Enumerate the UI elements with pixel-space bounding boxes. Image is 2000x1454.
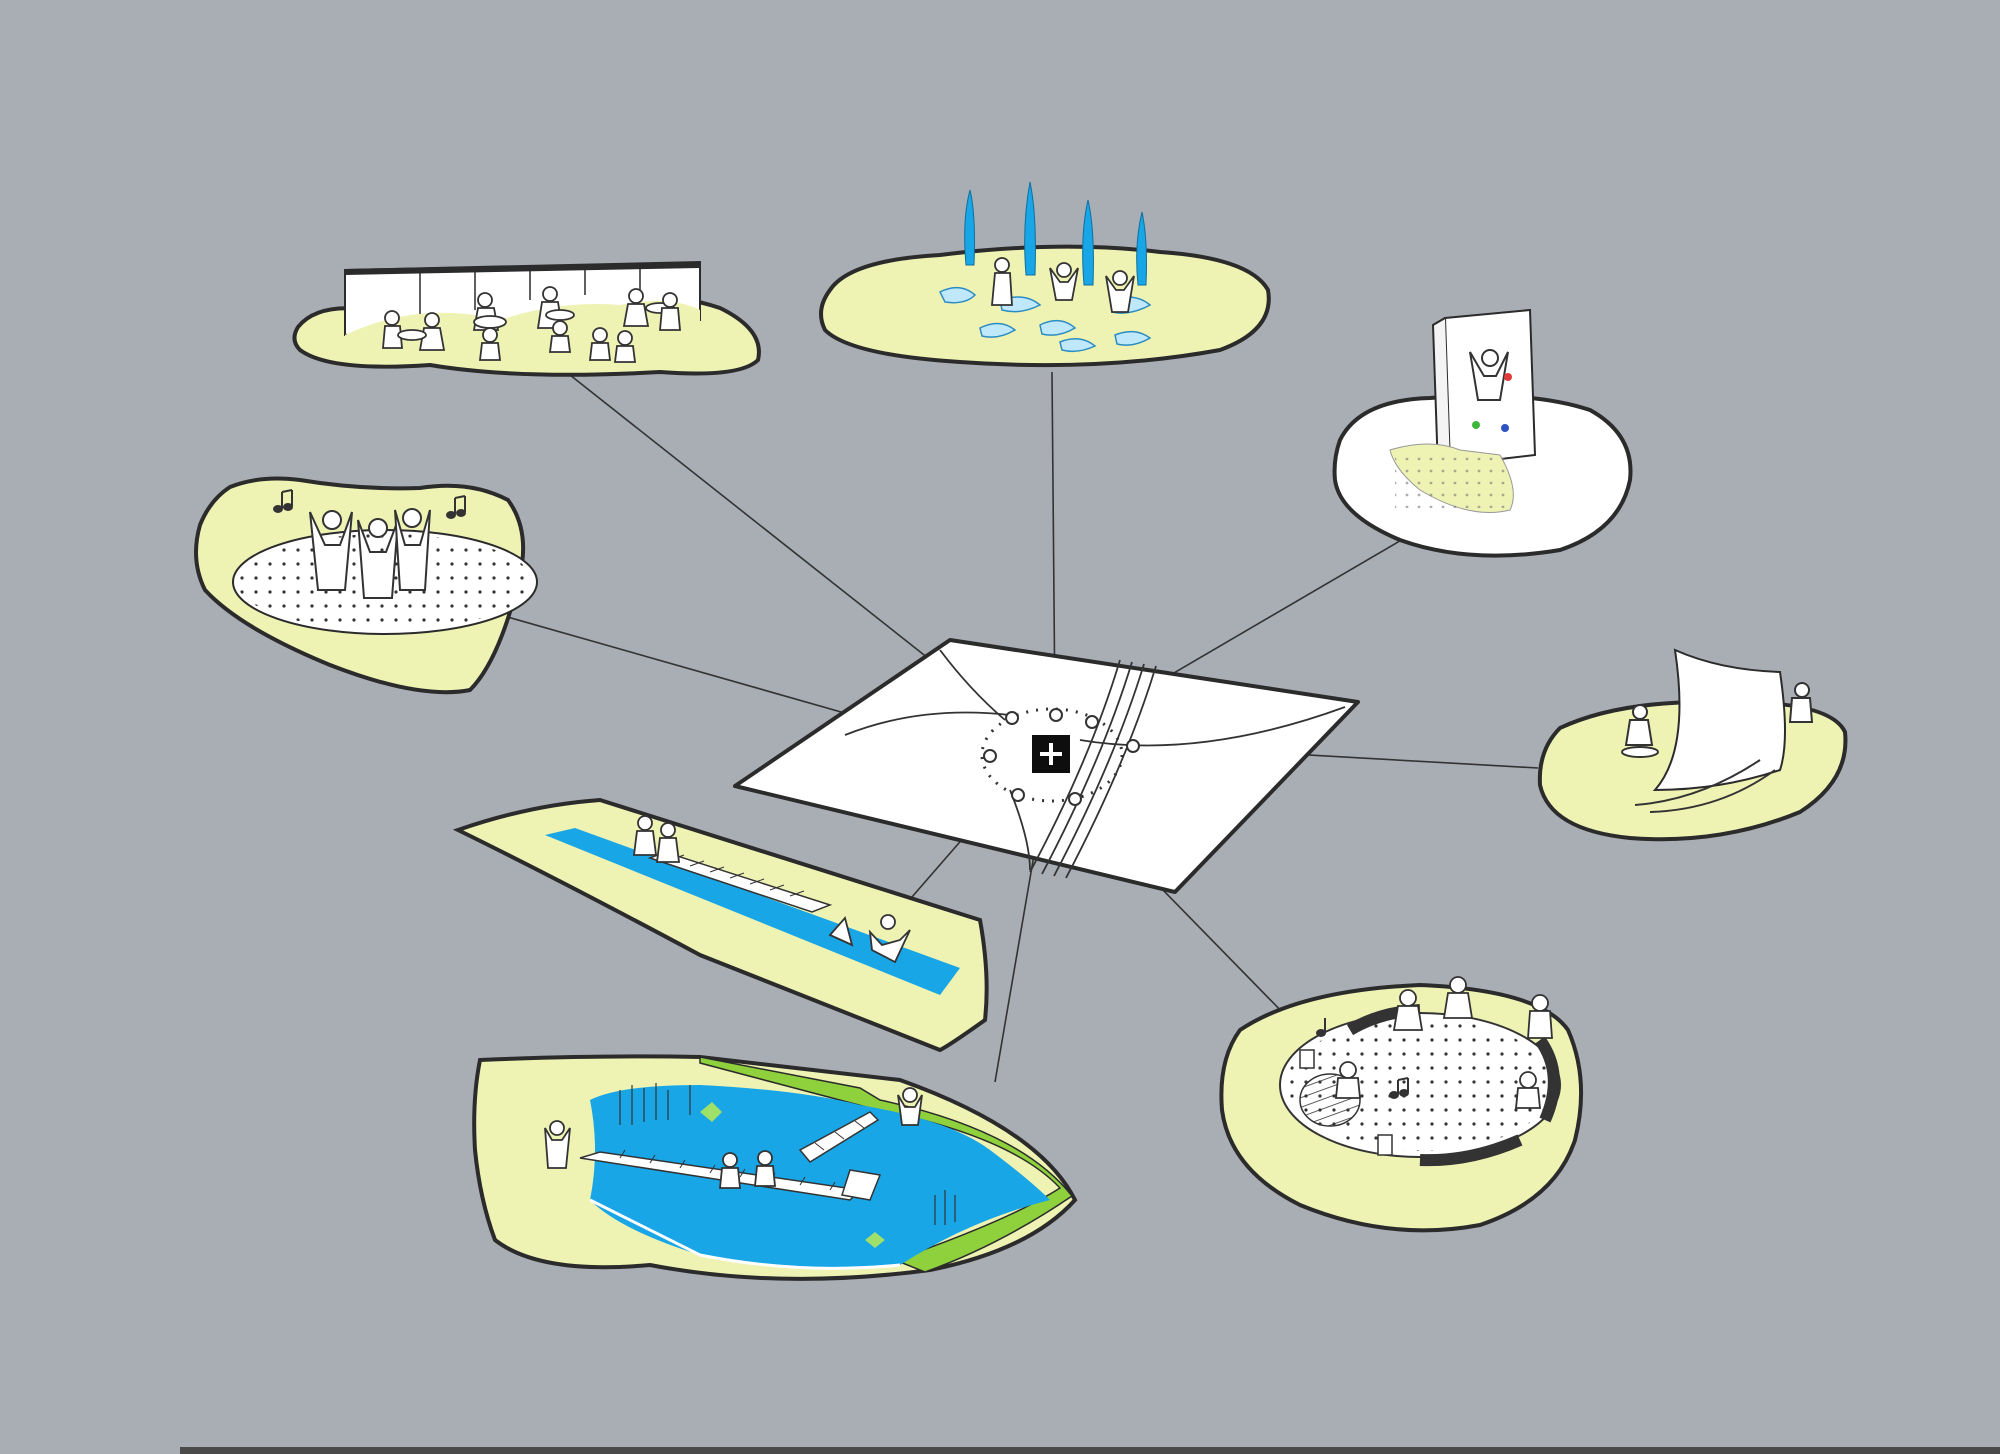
climbing-wall-icon <box>1332 308 1633 558</box>
pond-boardwalk-icon <box>472 1054 1078 1281</box>
bottom-border <box>180 1447 2000 1454</box>
round-bench-music-icon <box>1219 976 1584 1233</box>
fountain-jets-icon <box>819 181 1271 368</box>
plus-icon <box>1032 735 1070 773</box>
skate-ramp-icon <box>1537 648 1848 842</box>
dancers-music-icon <box>194 476 538 695</box>
people-at-tables-icon <box>292 260 761 377</box>
hub-square <box>733 638 1360 894</box>
canal-boardwalk-icon <box>452 797 989 1053</box>
